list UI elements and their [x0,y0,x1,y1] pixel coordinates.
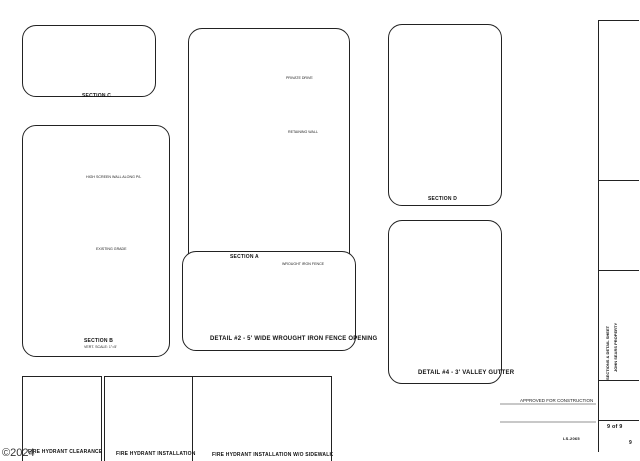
section-a-label: SECTION A [230,254,259,260]
section-d-label: SECTION D [428,196,458,202]
fence-detail-panel [182,251,356,351]
section-c-panel [22,25,156,97]
hydrant-sidewalk-title: FIRE HYDRANT INSTALLATION W/O SIDEWALK [212,452,334,458]
gutter-detail-panel [388,220,502,384]
hydrant-sidewalk-panel [192,376,332,461]
project-title: SECTIONS & DETAIL SHEET [605,325,610,380]
fence-detail-title: DETAIL #2 - 5' WIDE WROUGHT IRON FENCE O… [210,336,378,342]
title-block: SECTIONS & DETAIL SHEET JOHN SEARS PROPE… [563,20,639,452]
section-c-label: SECTION C [82,93,112,99]
note-private-drive: PRIVATE DRIVE [286,76,313,80]
note-high-screen-wall: HIGH SCREEN WALL ALONG P/L [86,175,142,179]
hydrant-install-panel [104,376,194,461]
section-b-panel [22,125,170,357]
scale-note: VERT. SCALE: 1"=5' [84,345,117,349]
hydrant-clearance-panel [22,376,102,461]
hydrant-clearance-title: FIRE HYDRANT CLEARANCE [28,449,103,455]
gutter-detail-title: DETAIL #4 - 3' VALLEY GUTTER [418,370,515,376]
note-existing-grade: EXISTING GRADE [96,247,127,251]
sheet-total: 9 [629,440,632,446]
approved-stamp: APPROVED FOR CONSTRUCTION [520,398,594,403]
project-subtitle: JOHN SEARS PROPERTY [613,322,618,372]
hydrant-install-title: FIRE HYDRANT INSTALLATION [116,451,196,457]
note-wrought-iron: WROUGHT IRON FENCE [282,262,325,266]
section-d-panel [388,24,502,206]
copyright-watermark: ©2024 [2,447,35,459]
sheet-number: 9 of 9 [607,424,623,430]
section-a-panel [188,28,350,270]
sheet-id: LS-2065 [563,436,580,441]
note-retaining-wall: RETAINING WALL [288,130,318,134]
section-b-label: SECTION B [84,338,114,344]
